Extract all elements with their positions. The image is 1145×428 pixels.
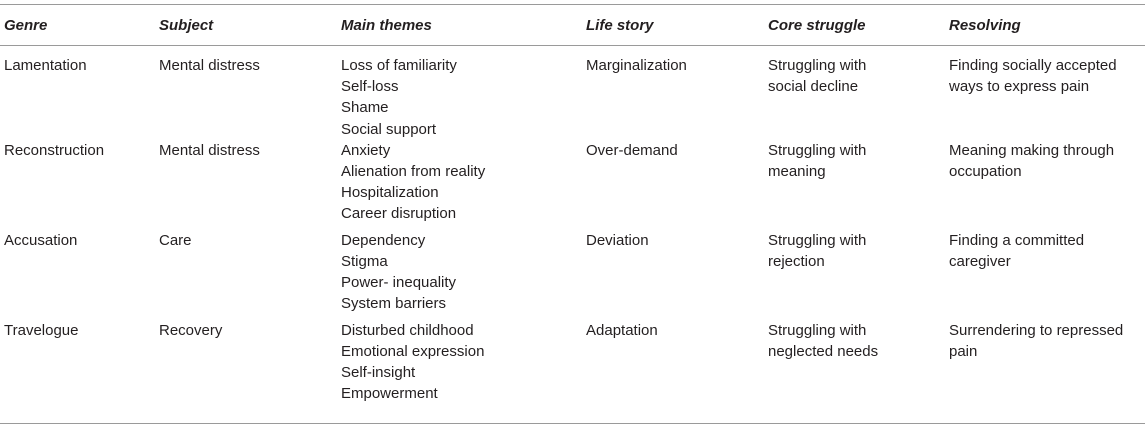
theme-item: Stigma — [341, 253, 388, 271]
cell-themes: Loss of familiarity Self-loss Shame Soci… — [337, 45, 582, 140]
life-story-text: Marginalization — [586, 57, 687, 74]
table-row: Lamentation Mental distress Loss of fami… — [0, 45, 1145, 140]
cell-genre: Reconstruction — [0, 140, 155, 230]
header-life-story: Life story — [586, 16, 654, 34]
resolving-line: Finding a committed — [949, 231, 1085, 249]
cell-subject: Mental distress — [155, 45, 337, 140]
table-header-rule — [0, 45, 1145, 46]
cell-resolving: Finding socially accepted ways to expres… — [945, 45, 1145, 140]
theme-item: Self-insight — [341, 364, 416, 382]
core-struggle-line: Struggling with — [768, 321, 867, 339]
cell-genre: Travelogue — [0, 320, 155, 410]
resolving-line: caregiver — [949, 253, 1011, 271]
genre-text: Lamentation — [4, 57, 87, 74]
cell-life-story: Deviation — [582, 230, 764, 320]
subject-text: Mental distress — [159, 57, 260, 74]
theme-item: Social support — [341, 120, 437, 138]
cell-core-struggle: Struggling with neglected needs — [764, 320, 945, 410]
theme-item: Disturbed childhood — [341, 321, 474, 339]
theme-item: Empowerment — [341, 385, 438, 403]
cell-life-story: Marginalization — [582, 45, 764, 140]
cell-life-story: Over-demand — [582, 140, 764, 230]
cell-resolving: Meaning making through occupation — [945, 140, 1145, 230]
narrative-genres-table: Genre Subject Main themes Life story Cor… — [0, 5, 1145, 410]
core-struggle-line: Struggling with — [768, 231, 867, 249]
cell-resolving: Finding a committed caregiver — [945, 230, 1145, 320]
resolving-line: Surrendering to repressed — [949, 321, 1124, 339]
header-resolving: Resolving — [949, 16, 1021, 34]
table-top-rule — [0, 4, 1145, 5]
theme-item: Career disruption — [341, 205, 457, 223]
cell-life-story: Adaptation — [582, 320, 764, 410]
cell-genre: Accusation — [0, 230, 155, 320]
subject-text: Mental distress — [159, 141, 260, 159]
cell-themes: Dependency Stigma Power- inequality Syst… — [337, 230, 582, 320]
resolving-line: ways to express pain — [949, 78, 1090, 96]
core-struggle-line: meaning — [768, 163, 826, 181]
header-main-themes: Main themes — [341, 16, 432, 34]
subject-text: Recovery — [159, 321, 223, 339]
cell-subject: Mental distress — [155, 140, 337, 230]
resolving-line: pain — [949, 343, 978, 361]
table-row: Accusation Care Dependency Stigma Power-… — [0, 230, 1145, 320]
table-row: Travelogue Recovery Disturbed childhood … — [0, 320, 1145, 410]
theme-item: Alienation from reality — [341, 163, 486, 181]
life-story-text: Deviation — [586, 231, 649, 249]
theme-item: Self-loss — [341, 78, 399, 96]
cell-subject: Care — [155, 230, 337, 320]
cell-resolving: Surrendering to repressed pain — [945, 320, 1145, 410]
subject-text: Care — [159, 231, 192, 249]
core-struggle-line: social decline — [768, 78, 859, 96]
theme-item: Emotional expression — [341, 343, 485, 361]
cell-subject: Recovery — [155, 320, 337, 410]
resolving-line: Meaning making through — [949, 141, 1115, 159]
cell-core-struggle: Struggling with rejection — [764, 230, 945, 320]
theme-item: System barriers — [341, 295, 447, 313]
header-core-struggle: Core struggle — [768, 16, 866, 34]
theme-item: Hospitalization — [341, 184, 439, 202]
core-struggle-line: Struggling with — [768, 57, 867, 74]
cell-themes: Anxiety Alienation from reality Hospital… — [337, 140, 582, 230]
resolving-line: occupation — [949, 163, 1022, 181]
cell-core-struggle: Struggling with social decline — [764, 45, 945, 140]
genre-text: Travelogue — [4, 321, 79, 339]
life-story-text: Adaptation — [586, 321, 658, 339]
theme-item: Power- inequality — [341, 274, 457, 292]
genre-text: Accusation — [4, 231, 78, 249]
header-genre: Genre — [4, 16, 48, 34]
cell-genre: Lamentation — [0, 45, 155, 140]
cell-themes: Disturbed childhood Emotional expression… — [337, 320, 582, 410]
header-subject: Subject — [159, 16, 214, 34]
core-struggle-line: rejection — [768, 253, 825, 271]
theme-item: Loss of familiarity — [341, 57, 457, 74]
life-story-text: Over-demand — [586, 141, 678, 159]
resolving-line: Finding socially accepted — [949, 57, 1117, 74]
core-struggle-line: neglected needs — [768, 343, 879, 361]
theme-item: Dependency — [341, 231, 426, 249]
table-row: Reconstruction Mental distress Anxiety A… — [0, 140, 1145, 230]
cell-core-struggle: Struggling with meaning — [764, 140, 945, 230]
header-row: Genre Subject Main themes Life story Cor… — [0, 5, 1145, 45]
table-bottom-rule — [0, 423, 1145, 424]
genre-text: Reconstruction — [4, 141, 105, 159]
core-struggle-line: Struggling with — [768, 141, 867, 159]
theme-item: Shame — [341, 99, 389, 117]
theme-item: Anxiety — [341, 141, 391, 159]
